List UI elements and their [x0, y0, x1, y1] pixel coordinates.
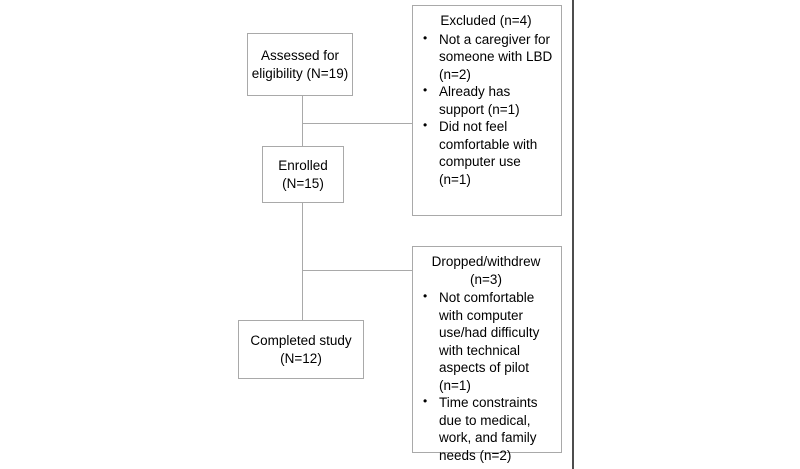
node-enrolled-line2: (N=15) [282, 175, 324, 191]
connector-branch-to-dropped [302, 270, 413, 271]
node-completed-line1: Completed study [250, 332, 352, 348]
node-assessed-line1: Assessed for [260, 47, 340, 63]
node-assessed-line2: eligibility (N=19) [251, 65, 349, 81]
node-enrolled-line1: Enrolled [278, 157, 328, 173]
list-item: Not comfortable with computer use/had di… [419, 288, 553, 394]
panel-dropped-list: Not comfortable with computer use/had di… [419, 288, 553, 464]
panel-excluded-title: Excluded (n=4) [440, 13, 532, 28]
list-item: Time constraints due to medical, work, a… [419, 393, 553, 464]
page-border-line [572, 0, 574, 469]
connector-vertical-spine [302, 96, 303, 321]
node-assessed-for-eligibility: Assessed for eligibility (N=19) [247, 33, 353, 96]
panel-excluded: Excluded (n=4) Not a caregiver for someo… [412, 5, 562, 216]
list-item: Not a caregiver for someone with LBD (n=… [419, 30, 553, 84]
node-completed-line2: (N=12) [280, 350, 322, 366]
panel-dropped: Dropped/withdrew (n=3) Not comfortable w… [412, 246, 562, 463]
panel-dropped-title: Dropped/withdrew (n=3) [431, 254, 541, 287]
panel-excluded-list: Not a caregiver for someone with LBD (n=… [419, 30, 553, 189]
list-item: Did not feel comfortable with computer u… [419, 117, 553, 188]
node-enrolled: Enrolled (N=15) [262, 146, 344, 203]
node-completed-study: Completed study (N=12) [238, 320, 364, 379]
connector-branch-to-excluded [302, 123, 413, 124]
list-item: Already has support (n=1) [419, 82, 553, 118]
